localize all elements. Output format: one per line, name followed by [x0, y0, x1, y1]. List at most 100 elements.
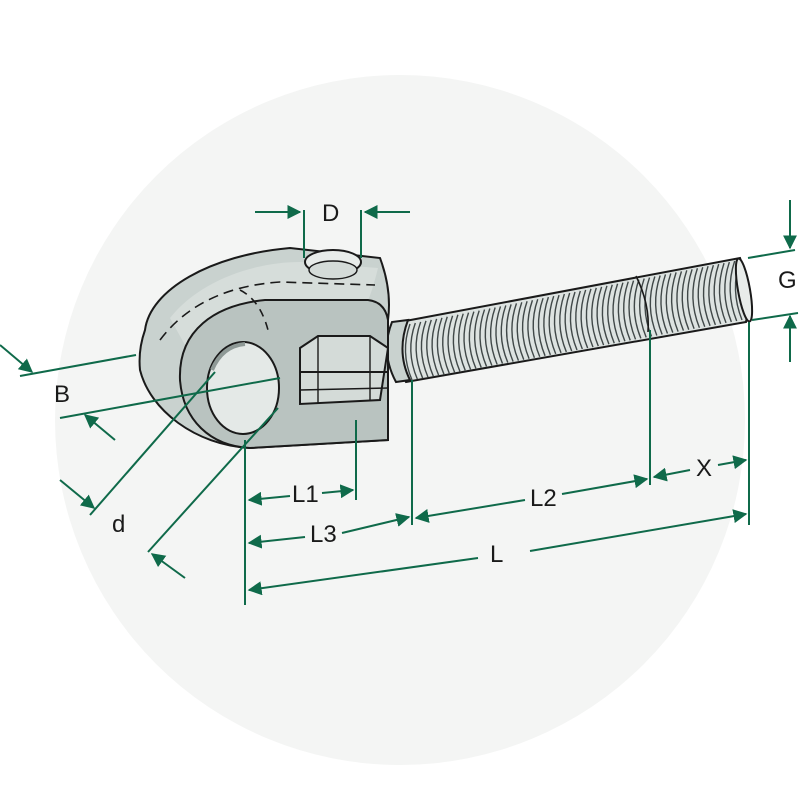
thread-line [521, 301, 530, 359]
dim-L-arrow-left [247, 557, 479, 596]
thread-line [420, 320, 429, 378]
thread-line [612, 283, 621, 343]
thread-line [468, 311, 477, 369]
thread-line [686, 269, 695, 329]
thread-line [500, 305, 509, 363]
eye-hole-shadow [210, 342, 246, 371]
label-X: X [696, 455, 712, 482]
dimension-labels: D G B d L1 L3 L2 X L [54, 200, 797, 568]
thread-line [473, 310, 482, 368]
label-L3: L3 [310, 521, 337, 548]
thread-line [596, 286, 605, 346]
thread-line [607, 284, 615, 344]
dim-L1-arrow-left [247, 491, 291, 506]
threaded-rod [385, 256, 754, 384]
dim-B-ext-top [19, 354, 137, 377]
dim-L3-arrow-left [247, 534, 306, 549]
thread-line [638, 278, 647, 338]
thread-line [708, 264, 717, 326]
label-d: d [112, 511, 125, 538]
thread-line [431, 318, 440, 376]
thread-break [635, 275, 650, 333]
rod-end-face [734, 257, 754, 323]
thread-line [426, 319, 434, 377]
thread-line [484, 308, 493, 366]
dim-d-arrow-bottom [150, 553, 186, 579]
dim-X-arrow-left [652, 467, 691, 482]
thread-line [649, 276, 658, 336]
thread-line [580, 289, 589, 349]
dim-d-ext-bottom [147, 407, 279, 553]
dimension-lines [0, 200, 799, 605]
thread-line [436, 317, 445, 375]
thread-line [670, 272, 679, 332]
background-circle [55, 75, 745, 765]
dim-d-arrow-top [59, 479, 96, 509]
thread-line [617, 282, 626, 342]
thread-line [404, 323, 413, 381]
thread-line [559, 293, 568, 353]
thread-line [713, 263, 722, 325]
dim-B-ext-bottom [59, 377, 281, 419]
thread-line [660, 274, 669, 334]
thread-line [527, 300, 536, 359]
eye-hole [206, 341, 280, 435]
dim-L1-arrow-right [321, 484, 355, 499]
hidden-line-2 [239, 289, 269, 331]
label-G: G [778, 267, 797, 294]
label-L1: L1 [292, 481, 319, 508]
thread-line [692, 268, 701, 329]
thread-line [591, 287, 599, 347]
label-B: B [54, 381, 70, 408]
thread-line [463, 312, 472, 370]
thread-line [537, 297, 546, 357]
thread-line [415, 321, 424, 379]
bolt-top-ring [308, 260, 358, 280]
eye-head [138, 246, 390, 450]
dim-G-ext-bottom [751, 312, 799, 321]
dim-L2-arrow-right [561, 474, 649, 495]
thread-line [505, 304, 514, 362]
thread-line [676, 271, 685, 331]
hex-nut [299, 335, 390, 406]
thread-line [702, 265, 711, 327]
label-D: D [322, 200, 339, 227]
thread-line [729, 260, 738, 322]
thread-line [548, 295, 557, 355]
dim-B-arrow-bottom [83, 414, 116, 441]
thread-line [654, 275, 663, 335]
thread-line [532, 298, 541, 358]
thread-line [628, 280, 637, 340]
thread-line [575, 290, 583, 350]
thread-line [585, 288, 594, 348]
thread-line [511, 303, 520, 361]
thread-line [479, 309, 488, 367]
thread-line [543, 296, 552, 356]
thread-line [633, 279, 642, 339]
thread-line [495, 306, 504, 364]
thread-line [718, 262, 727, 324]
thread-line [697, 267, 706, 328]
dim-L3-arrow-right [341, 513, 411, 534]
thread-line [458, 313, 466, 371]
dim-G-ext-top [747, 249, 796, 259]
dim-X-arrow-right [717, 455, 748, 470]
thread-line [623, 281, 631, 341]
dim-d-ext-top [89, 371, 216, 516]
thread-line [564, 292, 573, 352]
thread-line [452, 314, 461, 372]
thread-line [516, 302, 525, 360]
thread-line [665, 273, 674, 333]
thread-line [601, 285, 610, 345]
thread-line [489, 307, 498, 365]
label-L: L [490, 541, 503, 568]
thread-line [410, 322, 418, 380]
hidden-line-1 [159, 281, 376, 341]
thread-line [681, 270, 690, 330]
thread-line [447, 315, 456, 373]
label-L2: L2 [530, 485, 557, 512]
thread-line [569, 291, 578, 351]
thread-line [442, 316, 450, 374]
